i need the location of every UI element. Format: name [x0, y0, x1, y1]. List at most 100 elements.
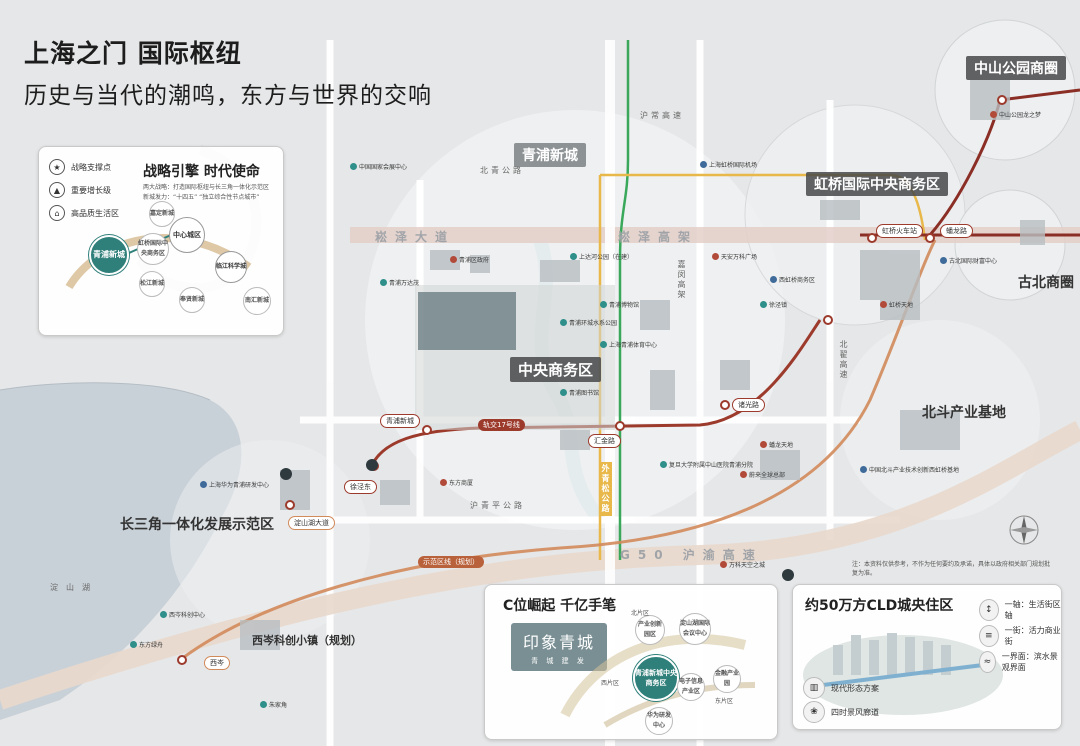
- metro-shiyuan-label: 示范区线（规划）: [418, 556, 484, 568]
- c-node: 金融产业园: [713, 665, 741, 693]
- compass-rose: [1009, 515, 1039, 545]
- station-label: 青浦新城: [380, 414, 420, 428]
- headline-subtitle: 历史与当代的潮鸣，东方与世界的交响: [24, 83, 432, 109]
- poi: 西虹桥商务区: [770, 275, 815, 284]
- c-node: 产业创新园区: [635, 615, 665, 645]
- road-g50: G50 沪渝高速: [620, 548, 763, 562]
- station-label: 淀山湖大道: [288, 516, 335, 530]
- home-icon: ⌂: [49, 205, 65, 221]
- node-jiading: 嘉定新城: [149, 201, 175, 227]
- brand-block: [418, 292, 516, 350]
- strategy-legend: ★战略支撑点 ▲重要增长级 ⌂高品质生活区: [49, 159, 119, 228]
- headline-title: 上海之门 国际枢纽: [24, 39, 242, 68]
- district-qingpu-new-city: 青浦新城: [514, 143, 586, 167]
- station-label: 西岑: [204, 656, 230, 670]
- poi: 东方商厦: [440, 478, 473, 487]
- road-waiqing: 外青松公路: [599, 462, 612, 516]
- c-position-panel: C位崛起 千亿手笔 印象青城 青 城 建 发 青浦新城中央商务区 产业创新园区 …: [484, 584, 778, 740]
- lake-label: 淀山湖: [50, 583, 98, 592]
- poi: 中国国家会展中心: [350, 162, 407, 171]
- c-node: 华为研发中心: [645, 707, 673, 735]
- strategy-desc2: 新城发力：“十四五” “独立综合性节点城市”: [143, 194, 260, 201]
- road-songze: 崧泽大道: [375, 230, 456, 244]
- c-center-node: 青浦新城中央商务区: [633, 655, 679, 701]
- strategy-title: 战略引擎 时代使命: [143, 164, 260, 180]
- c-label-north: 北片区: [631, 610, 650, 617]
- axis-icon: ↕: [979, 599, 999, 621]
- cld-feature: ≈一界面：滨水景观界面: [979, 651, 1061, 673]
- poi: 复旦大学附属中山医院青浦分院: [660, 460, 753, 469]
- legend-item: ▲重要增长级: [49, 182, 119, 198]
- water-icon: ≈: [979, 651, 996, 673]
- node-qingpu: 青浦新城: [89, 235, 129, 275]
- poi: 徐泾镇: [760, 300, 787, 309]
- c-panel-title: C位崛起 千亿手笔: [503, 598, 617, 614]
- road-beihuai: 北翟高速: [839, 340, 848, 380]
- road-qingpu-exp: 嘉闵高架: [677, 260, 686, 300]
- poi: 天安万科广场: [712, 252, 757, 261]
- cld-feature: ▥现代形态方案: [803, 677, 879, 699]
- poi: 青浦环城水系公园: [560, 318, 617, 327]
- metro-line17-label: 轨交17号线: [478, 419, 525, 431]
- district-central-business: 中央商务区: [510, 357, 602, 382]
- wind-icon: ❀: [803, 701, 825, 723]
- poi: 青浦博物馆: [600, 300, 639, 309]
- cld-feature: ↕一轴：生活街区轴: [979, 599, 1061, 621]
- poi: 蔚来全球总部: [740, 470, 785, 479]
- district-xicen: 西岑科创小镇（规划）: [252, 634, 362, 647]
- station-label: 汇金路: [588, 434, 621, 448]
- poi: 中山公园龙之梦: [990, 110, 1041, 119]
- legend-item: ★战略支撑点: [49, 159, 119, 175]
- legend-item: ⌂高品质生活区: [49, 205, 119, 221]
- cld-panel: 约50万方CLD城央住区 ↕一轴：生活街区轴 ≡一街：活力商业街 ≈一界面：滨水…: [792, 584, 1062, 730]
- poi: 青浦区政府: [450, 255, 489, 264]
- c-label-west: 西片区: [601, 680, 620, 687]
- node-songjiang: 松江新城: [139, 271, 165, 297]
- district-beidou: 北斗产业基地: [922, 405, 1006, 421]
- brand-logo: 印象青城 青 城 建 发: [511, 623, 607, 671]
- road-songze-hw: 崧泽高架: [618, 230, 699, 244]
- node-fengxian: 奉贤新城: [179, 287, 205, 313]
- cld-feature: ❀四时景风廊道: [803, 701, 879, 723]
- cld-render: [803, 633, 1003, 715]
- node-lingang: 临江科学城: [215, 251, 247, 283]
- strategy-desc1: 两大战略：打造国际枢纽与长三角一体化示范区: [143, 184, 270, 191]
- poi: 东方绿舟: [130, 640, 163, 649]
- poi: 青浦万达茂: [380, 278, 419, 287]
- star-icon: ★: [49, 159, 65, 175]
- node-hongqiao: 虹桥国际中央商务区: [137, 233, 169, 265]
- poi: 青浦图书馆: [560, 388, 599, 397]
- poi: 上达河公园（在建）: [570, 252, 633, 261]
- street-icon: ≡: [979, 625, 999, 647]
- station-label: 蟠龙路: [940, 224, 973, 238]
- road-huchang: 沪常高速: [640, 111, 684, 120]
- disclaimer: 注：本资料仅供参考，不作为任何要约及承诺，具体以政府相关部门规划批复为准。: [852, 561, 1051, 577]
- g50-expressway: [0, 421, 1080, 710]
- district-yrd-zone: 长三角一体化发展示范区: [120, 517, 274, 533]
- poi: 中国北斗产业技术创新西虹桥基地: [860, 465, 959, 474]
- district-hongqiao-cbd: 虹桥国际中央商务区: [806, 172, 948, 196]
- district-zhongshan-park: 中山公园商圈: [966, 56, 1066, 80]
- poi: 虹桥天地: [880, 300, 913, 309]
- road-huqing: 沪青平公路: [470, 501, 525, 510]
- c-label-east: 东片区: [715, 698, 734, 705]
- station-label: 徐泾东: [344, 480, 377, 494]
- poi: 蟠龙天地: [760, 440, 793, 449]
- cld-feature: ≡一街：活力商业街: [979, 625, 1061, 647]
- poi: 西岑科创中心: [160, 610, 205, 619]
- station-label: 诸光路: [732, 398, 765, 412]
- metro-17-line: [368, 319, 822, 471]
- building-icon: ▥: [803, 677, 825, 699]
- c-node: 电子信息产业区: [677, 673, 705, 701]
- cld-title: 约50万方CLD城央住区: [805, 598, 954, 614]
- poi: 万科天空之城: [720, 560, 765, 569]
- lake-water: [0, 382, 242, 720]
- poi: 上海虹桥国际机场: [700, 160, 757, 169]
- headline: 上海之门 国际枢纽 历史与当代的潮鸣，东方与世界的交响: [24, 34, 432, 110]
- green-rail: [618, 40, 630, 560]
- poi: 古北国际财富中心: [940, 256, 997, 265]
- poi: 上海华为青浦研发中心: [200, 480, 269, 489]
- road-beiqing: 北青公路: [480, 166, 524, 175]
- node-nanhui: 南汇新城: [243, 287, 271, 315]
